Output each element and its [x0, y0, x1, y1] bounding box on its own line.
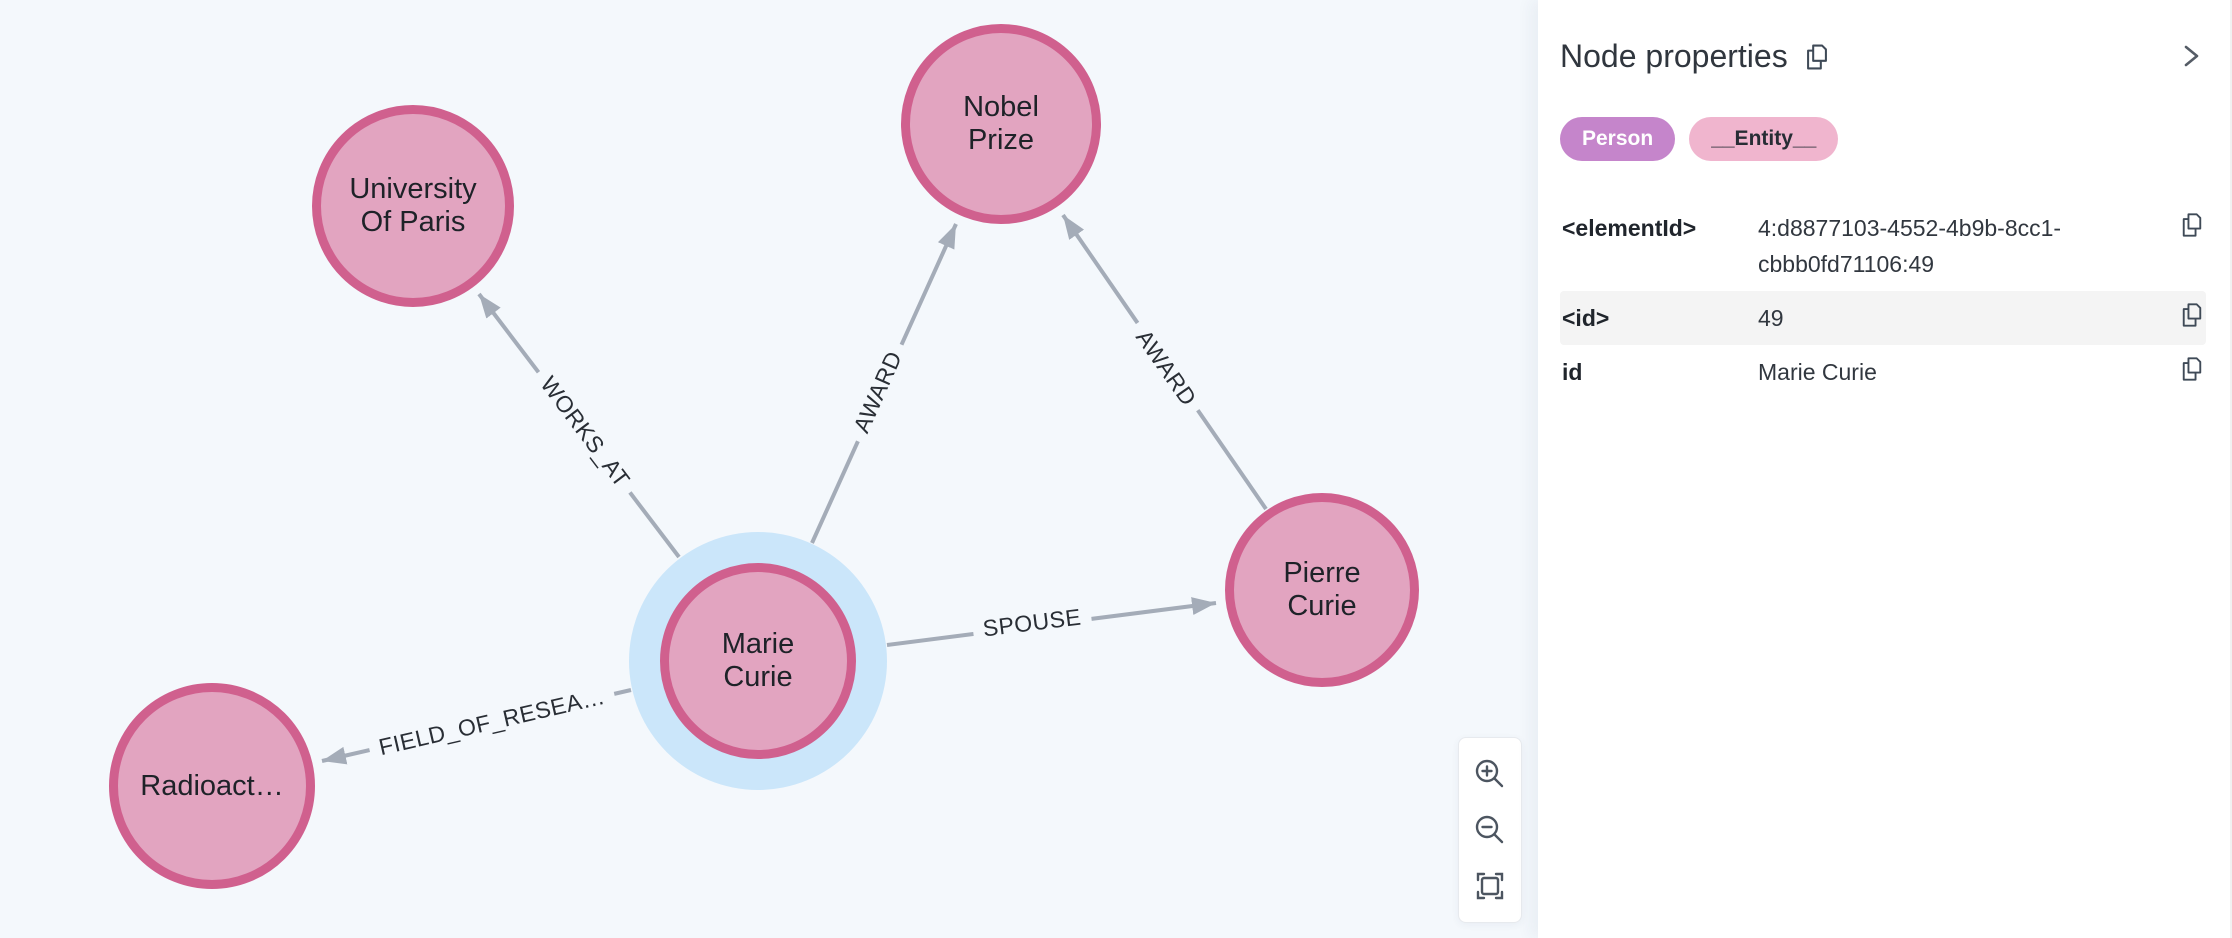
chevron-right-icon [2184, 45, 2199, 67]
properties-table: <elementId> 4:d8877103-4552-4b9b-8cc1-cb… [1560, 201, 2206, 399]
property-value: Marie Curie [1758, 359, 1877, 385]
property-row-id-internal: <id> 49 [1560, 291, 2206, 345]
copy-icon [2182, 303, 2202, 327]
panel-header: Node properties [1560, 38, 2206, 75]
property-value: 4:d8877103-4552-4b9b-8cc1-cbbb0fd71106:4… [1758, 215, 2062, 277]
copy-property-button[interactable] [2180, 212, 2204, 238]
node-label: Nobel Prize [963, 91, 1039, 156]
zoom-in-icon [1475, 759, 1504, 788]
node-label: Radioact… [140, 769, 284, 802]
property-key: id [1562, 359, 1583, 385]
fit-to-screen-button[interactable] [1464, 860, 1516, 912]
graph-node-nobel-prize[interactable]: Nobel Prize [901, 24, 1101, 224]
property-row-id: id Marie Curie [1560, 345, 2206, 399]
property-key: <id> [1562, 305, 1610, 331]
copy-property-button[interactable] [2180, 302, 2204, 328]
node-properties-panel: Node properties Person __Entity__ <eleme… [1538, 0, 2232, 938]
node-label: University Of Paris [349, 173, 477, 238]
node-label-badge-entity: __Entity__ [1689, 117, 1839, 161]
graph-canvas[interactable]: WORKS_AT AWARD AWARD SPOUSE FIELD_OF_RES… [0, 0, 1538, 938]
graph-node-university-of-paris[interactable]: University Of Paris [312, 105, 514, 307]
graph-node-radioactivity[interactable]: Radioact… [109, 683, 315, 889]
graph-node-pierre-curie[interactable]: Pierre Curie [1225, 493, 1419, 687]
fit-to-screen-icon [1476, 872, 1504, 900]
copy-all-properties-button[interactable] [1804, 43, 1830, 71]
copy-property-button[interactable] [2180, 356, 2204, 382]
copy-icon [2182, 213, 2202, 237]
node-label: Pierre Curie [1283, 557, 1361, 622]
zoom-in-button[interactable] [1464, 748, 1516, 800]
panel-title: Node properties [1560, 38, 1788, 74]
zoom-out-button[interactable] [1464, 804, 1516, 856]
node-label-badges: Person __Entity__ [1560, 117, 2206, 161]
graph-node-marie-curie[interactable]: Marie Curie [660, 563, 856, 759]
zoom-out-icon [1475, 815, 1504, 844]
zoom-toolbar [1458, 737, 1522, 923]
property-value: 49 [1758, 305, 1784, 331]
node-label: Marie Curie [721, 628, 795, 693]
copy-icon [2182, 357, 2202, 381]
copy-icon [1806, 44, 1827, 69]
node-label-badge-person: Person [1560, 117, 1676, 161]
property-key: <elementId> [1562, 215, 1697, 241]
property-row-element-id: <elementId> 4:d8877103-4552-4b9b-8cc1-cb… [1560, 201, 2206, 291]
collapse-panel-button[interactable] [2176, 38, 2206, 74]
